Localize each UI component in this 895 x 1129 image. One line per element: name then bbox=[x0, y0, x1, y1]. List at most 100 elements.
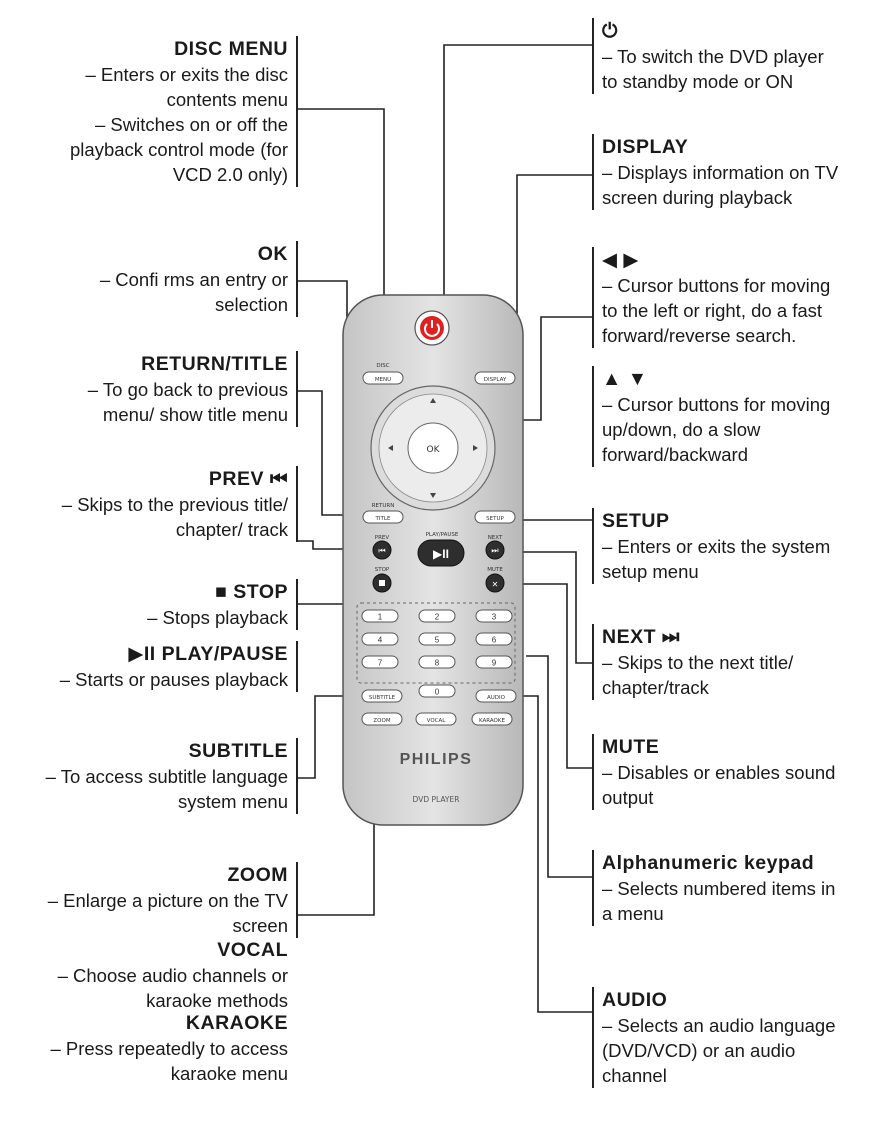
mute-button[interactable] bbox=[485, 573, 505, 593]
vocal-button-label: VOCAL bbox=[427, 718, 447, 724]
label-title: Alphanumeric keypad bbox=[602, 852, 815, 874]
next-button[interactable] bbox=[485, 540, 505, 560]
disc-menu-connector bbox=[296, 108, 385, 360]
label-alphanumeric-keypad: Alphanumeric keypad – Selects numbered i… bbox=[592, 850, 835, 926]
ok-button-label: OK bbox=[427, 445, 441, 455]
digit-button-4[interactable] bbox=[361, 632, 399, 646]
audio-button[interactable] bbox=[475, 689, 517, 703]
label-title: OK bbox=[257, 243, 288, 265]
keypad-connector bbox=[526, 655, 592, 878]
right-arrow-icon[interactable] bbox=[473, 445, 478, 451]
label-title: SUBTITLE bbox=[188, 740, 288, 762]
prev-button[interactable] bbox=[372, 540, 392, 560]
label-karaoke: KARAOKE – Press repeatedly to access kar… bbox=[50, 1012, 288, 1084]
return-title-button[interactable] bbox=[362, 510, 404, 524]
label-left-right: ◀ ▶ – Cursor buttons for moving to the l… bbox=[592, 247, 830, 348]
label-ok: OK – Confi rms an entry or selection bbox=[100, 241, 298, 317]
next-connector bbox=[508, 551, 592, 664]
zoom-button-label: ZOOM bbox=[373, 718, 390, 724]
digit-button-3[interactable] bbox=[475, 609, 513, 623]
label-title: DISC MENU bbox=[174, 38, 288, 60]
label-audio: AUDIO – Selects an audio language (DVD/V… bbox=[592, 987, 836, 1088]
setup-button-label: SETUP bbox=[486, 516, 504, 522]
label-title: ▶II PLAY/PAUSE bbox=[128, 643, 288, 665]
label-title: MUTE bbox=[602, 736, 660, 758]
display-connector bbox=[516, 174, 592, 372]
karaoke-button-label: KARAOKE bbox=[479, 718, 505, 724]
label-title: PREV ⏮ bbox=[208, 468, 288, 490]
digit-button-1[interactable] bbox=[361, 609, 399, 623]
label-play-pause: ▶II PLAY/PAUSE – Starts or pauses playba… bbox=[60, 641, 298, 692]
prev-connector bbox=[296, 540, 369, 550]
disc-menu-button[interactable] bbox=[362, 371, 404, 385]
label-return-title: RETURN/TITLE – To go back to previous me… bbox=[88, 351, 298, 427]
label-mute: MUTE – Disables or enables sound output bbox=[592, 734, 835, 810]
power-icon: ⏻ bbox=[602, 20, 618, 42]
next-top-label: NEXT bbox=[488, 535, 503, 541]
digit-label-8: 8 bbox=[435, 659, 440, 668]
audio-button-label: AUDIO bbox=[487, 695, 506, 701]
digit-button-8[interactable] bbox=[418, 655, 456, 669]
left-arrow-icon[interactable] bbox=[388, 445, 393, 451]
return-top-label: RETURN bbox=[372, 503, 395, 509]
prev-top-label: PREV bbox=[375, 535, 390, 541]
label-title: KARAOKE bbox=[185, 1012, 288, 1034]
label-title: SETUP bbox=[602, 510, 670, 532]
subtitle-button[interactable] bbox=[361, 689, 403, 703]
digit-button-9[interactable] bbox=[475, 655, 513, 669]
power-symbol bbox=[424, 323, 440, 337]
digit-button-0[interactable] bbox=[418, 684, 456, 698]
digit-label-9: 9 bbox=[492, 659, 497, 668]
label-display: DISPLAY – Displays information on TV scr… bbox=[592, 134, 838, 210]
label-title: ZOOM bbox=[227, 864, 288, 886]
label-subtitle: SUBTITLE – To access subtitle language s… bbox=[46, 738, 298, 814]
display-button[interactable] bbox=[474, 371, 516, 385]
subtitle-connector bbox=[296, 695, 360, 779]
stop-top-label: STOP bbox=[375, 567, 390, 573]
keypad-area bbox=[356, 602, 516, 684]
label-zoom: ZOOM – Enlarge a picture on the TV scree… bbox=[48, 862, 298, 938]
zoom-button[interactable] bbox=[361, 712, 403, 726]
power-connector bbox=[443, 44, 592, 372]
label-title: DISPLAY bbox=[602, 136, 689, 158]
digit-label-0: 0 bbox=[435, 688, 440, 697]
label-power: ⏻ – To switch the DVD player to standby … bbox=[592, 18, 824, 94]
audio-connector bbox=[518, 695, 592, 1013]
label-title: NEXT ⏭ bbox=[602, 626, 680, 648]
digit-label-7: 7 bbox=[378, 659, 383, 668]
digit-button-2[interactable] bbox=[418, 609, 456, 623]
left-right-arrows-icon: ◀ ▶ bbox=[602, 249, 639, 271]
digit-button-7[interactable] bbox=[361, 655, 399, 669]
digit-label-2: 2 bbox=[435, 613, 440, 622]
digit-label-4: 4 bbox=[378, 636, 383, 645]
down-arrow-icon[interactable] bbox=[430, 493, 436, 498]
label-vocal: VOCAL – Choose audio channels or karaoke… bbox=[57, 939, 288, 1011]
title-button-label: TITLE bbox=[375, 516, 391, 522]
digit-button-6[interactable] bbox=[475, 632, 513, 646]
ok-button[interactable] bbox=[407, 422, 459, 474]
next-icon: ⏭ bbox=[491, 546, 498, 555]
model-label: DVD PLAYER bbox=[413, 795, 460, 804]
disc-menu-button-label: MENU bbox=[375, 377, 391, 383]
label-prev: PREV ⏮ – Skips to the previous title/ ch… bbox=[62, 466, 298, 542]
digit-label-5: 5 bbox=[435, 636, 440, 645]
mute-connector bbox=[508, 583, 592, 769]
up-down-arrows-icon: ▲ ▼ bbox=[602, 368, 648, 390]
stop-icon bbox=[379, 580, 385, 586]
vocal-button[interactable] bbox=[415, 712, 457, 726]
play-pause-icon: ▶II bbox=[433, 547, 449, 561]
up-arrow-icon[interactable] bbox=[430, 398, 436, 403]
brand-logo: PHILIPS bbox=[400, 751, 473, 768]
label-title: VOCAL bbox=[217, 939, 288, 961]
mute-top-label: MUTE bbox=[487, 567, 503, 573]
play-pause-button[interactable] bbox=[417, 539, 465, 567]
label-title: RETURN/TITLE bbox=[141, 353, 288, 375]
digit-button-5[interactable] bbox=[418, 632, 456, 646]
label-setup: SETUP – Enters or exits the system setup… bbox=[592, 508, 830, 584]
play-pause-top-label: PLAY/PAUSE bbox=[426, 532, 459, 538]
digit-label-3: 3 bbox=[492, 613, 497, 622]
karaoke-button[interactable] bbox=[471, 712, 513, 726]
setup-button[interactable] bbox=[474, 510, 516, 524]
digit-label-6: 6 bbox=[492, 636, 497, 645]
